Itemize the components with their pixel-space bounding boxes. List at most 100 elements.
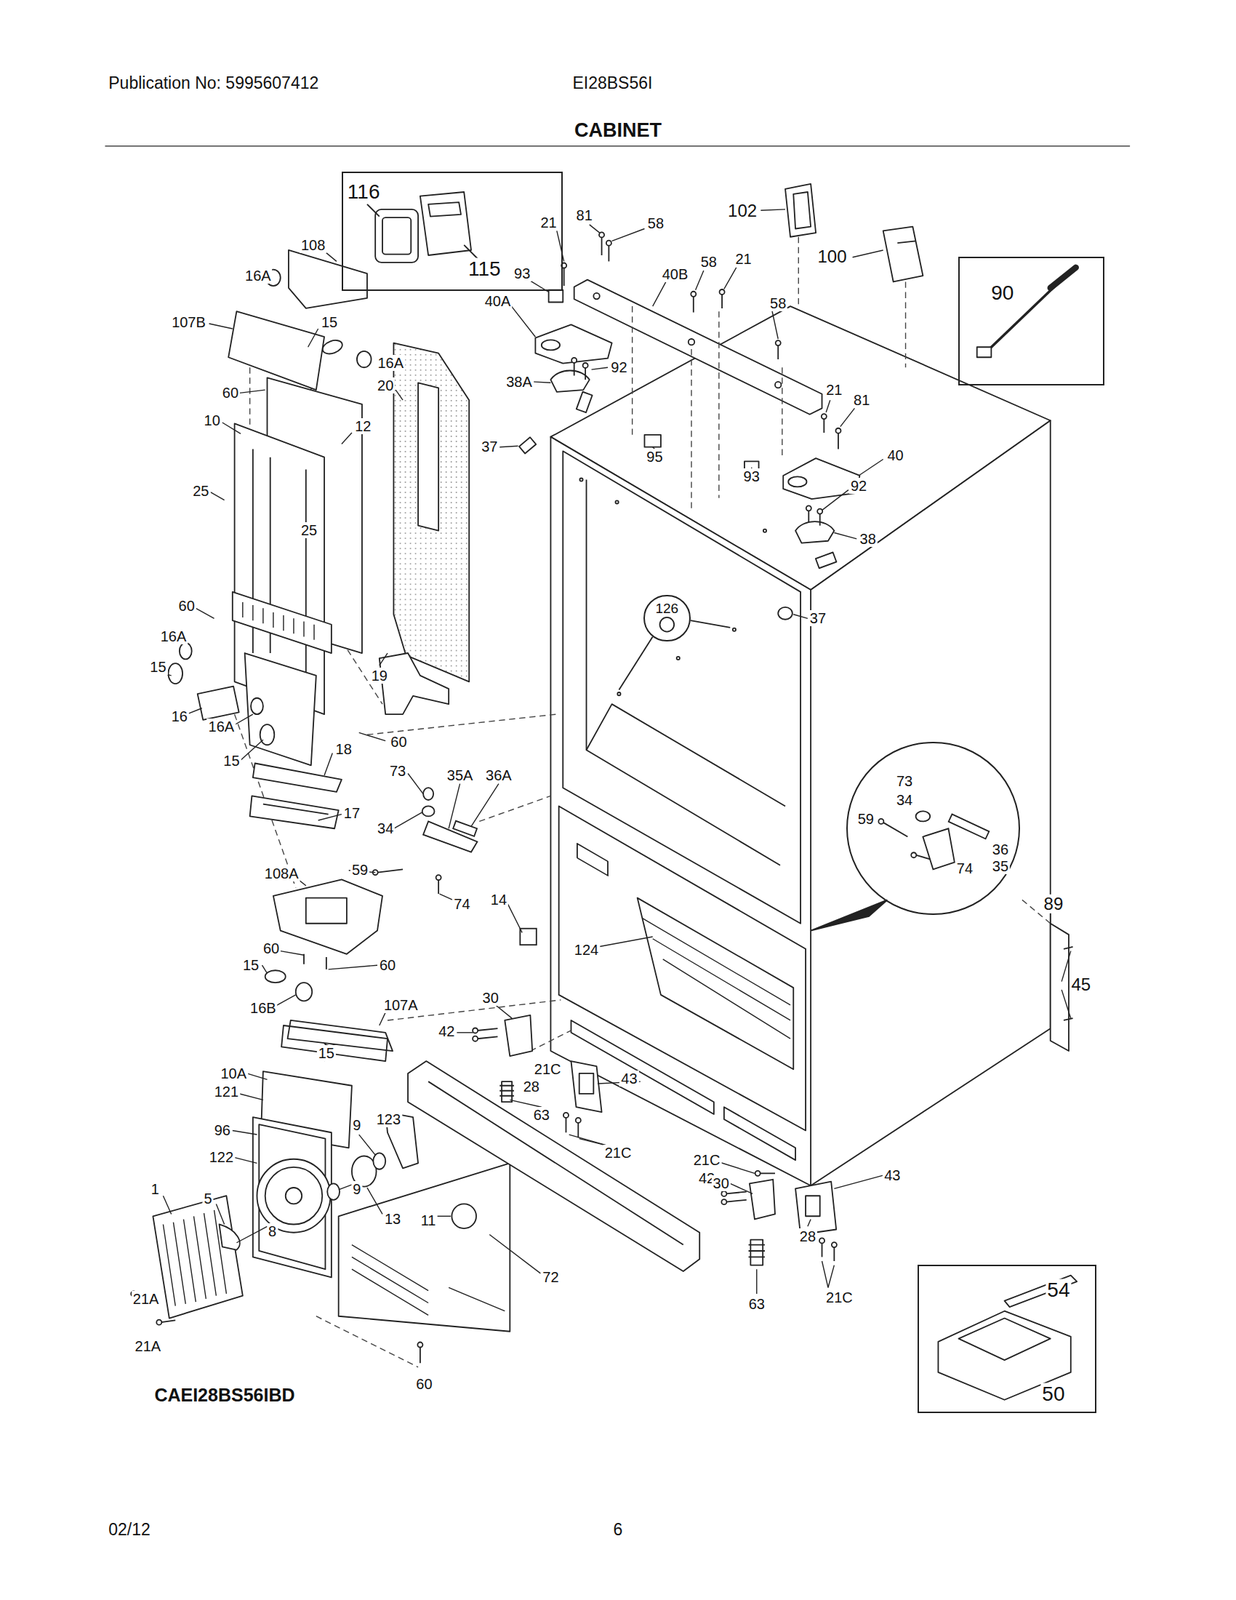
- fan-assembly: [419, 1346, 421, 1363]
- page-number: 6: [612, 1520, 625, 1539]
- callout-number: 59: [350, 861, 370, 878]
- hinge-bracket: [423, 787, 434, 800]
- duct-parts: [232, 591, 332, 653]
- leader-line: [162, 1195, 171, 1214]
- leader-line: [508, 903, 523, 933]
- screw: [563, 267, 565, 286]
- fan-assembly: [338, 1162, 511, 1331]
- callout-number: 37: [808, 610, 828, 626]
- duct-parts: [250, 795, 339, 829]
- lower-hinge-parts: [501, 1081, 512, 1102]
- callout-number: 13: [383, 1210, 403, 1227]
- fan-assembly: [417, 1342, 423, 1348]
- callout-number: 25: [299, 522, 319, 539]
- callout-number: 50: [1040, 1382, 1066, 1406]
- callout-number: 28: [522, 1078, 541, 1095]
- callout-number: 60: [261, 940, 281, 957]
- callout-number: 21: [733, 250, 753, 267]
- model-number: EI28BS56I: [570, 74, 654, 93]
- fan-assembly: [327, 1182, 340, 1199]
- hinge-bracket: [519, 928, 536, 945]
- inset-parts: [367, 191, 1077, 1400]
- assembly-line: [316, 1315, 419, 1367]
- screw: [584, 367, 587, 380]
- lamp-housing: [325, 956, 328, 970]
- lamp-housing: [306, 897, 347, 924]
- zoom-detail: [878, 818, 884, 824]
- callout-number: 12: [353, 418, 373, 435]
- callout-number: 34: [895, 791, 914, 808]
- leader-line: [395, 389, 403, 400]
- leader-line: [489, 1234, 541, 1274]
- callout-number: 21: [538, 214, 558, 231]
- leader-line: [471, 783, 499, 827]
- leader-line: [367, 1187, 383, 1214]
- lower-hinge-parts: [759, 1172, 776, 1174]
- leader-line: [439, 893, 453, 900]
- callout-number: 21: [824, 381, 844, 398]
- inset-parts: [958, 1318, 1050, 1361]
- lamp-housing: [281, 1025, 388, 1061]
- assembly-line: [234, 237, 1051, 1367]
- inset-parts: [428, 202, 461, 217]
- hinge-bracket: [437, 879, 440, 894]
- fan-assembly: [162, 1209, 227, 1306]
- callout-number: 58: [646, 215, 666, 232]
- duct-parts: [245, 652, 317, 765]
- callout-number: 30: [711, 1174, 731, 1191]
- callout-number: 21C: [824, 1289, 855, 1306]
- hinge-bracket: [436, 874, 442, 880]
- callout-number: 16: [170, 708, 190, 725]
- inset-parts: [1050, 267, 1077, 288]
- leader-line: [822, 490, 849, 511]
- lower-hinge-parts: [749, 1179, 776, 1220]
- screw: [606, 240, 612, 246]
- fan-assembly: [156, 1319, 162, 1325]
- cabinet-body: [550, 436, 811, 1186]
- callout-number: 108: [299, 237, 327, 254]
- callout-number: 11: [419, 1212, 438, 1229]
- leader-line: [162, 209, 1071, 1294]
- lower-hinge-parts: [504, 1014, 533, 1056]
- lower-hinge-parts: [476, 1036, 498, 1039]
- callout-number: 60: [378, 956, 397, 973]
- lower-hinge-parts: [726, 1191, 747, 1194]
- callout-number: 63: [532, 1106, 552, 1123]
- callout-number: 28: [798, 1228, 818, 1244]
- cabinet-body: [570, 1020, 796, 1160]
- lower-hinge-parts: [755, 1170, 761, 1176]
- callout-number: 15: [148, 658, 168, 675]
- duct-parts: [179, 642, 192, 659]
- hinge-parts: [541, 339, 560, 350]
- fan-assembly: [256, 1158, 331, 1233]
- callout-number: 72: [540, 1268, 560, 1285]
- screw: [721, 293, 723, 309]
- hinge-parts: [644, 434, 661, 448]
- callout-number: 115: [466, 258, 503, 281]
- leader-line: [1049, 911, 1051, 923]
- lower-hinge-parts: [750, 1239, 763, 1266]
- hinge-bracket: [372, 787, 537, 945]
- leader-line: [222, 422, 241, 434]
- inset-box: 116115: [341, 171, 563, 291]
- leader-line: [341, 432, 352, 444]
- leader-line: [240, 739, 264, 760]
- callout-number: 121: [213, 1083, 240, 1100]
- hinge-bracket: [377, 868, 403, 872]
- lower-hinge-parts: [819, 1237, 825, 1243]
- leader-line: [209, 323, 233, 329]
- assembly-line: [479, 795, 551, 821]
- leader-line: [195, 607, 214, 618]
- callout-number: 54: [1045, 1278, 1071, 1302]
- callout-number: 40: [885, 447, 905, 464]
- callout-number: 21C: [692, 1151, 722, 1168]
- leader-line: [436, 1215, 451, 1217]
- lower-hinge-parts: [748, 1244, 765, 1258]
- cabinet-body: [676, 656, 680, 660]
- hinge-parts: [883, 226, 924, 283]
- diagram-code: CAEI28BS56IBD: [152, 1385, 296, 1406]
- assembly-line: [781, 367, 783, 459]
- lower-hinge-parts: [721, 1190, 727, 1197]
- callout-number: 74: [452, 895, 472, 912]
